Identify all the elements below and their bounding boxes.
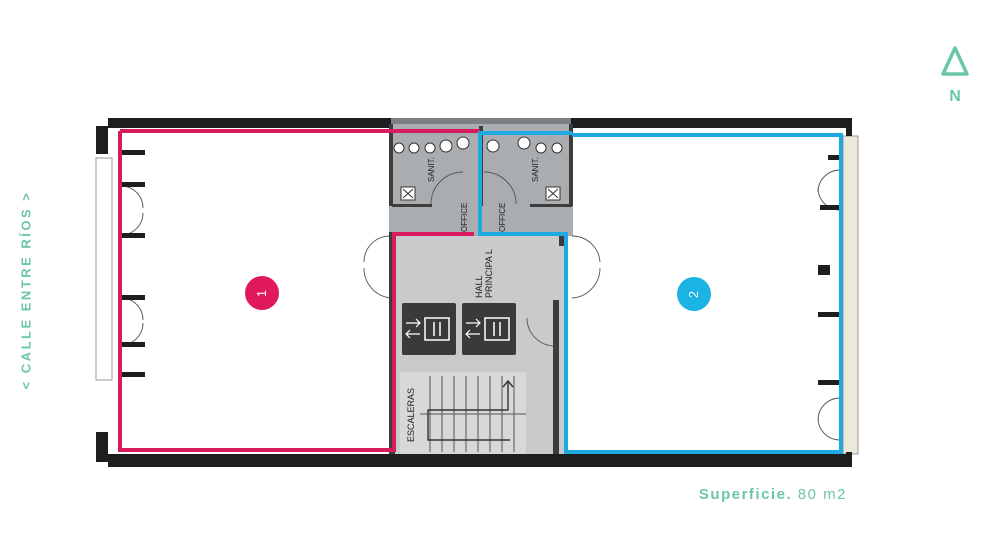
area-label: Superficie.: [698, 486, 793, 503]
exterior-walls: [96, 118, 852, 467]
unit-1-number: 1: [254, 289, 270, 297]
street-label: < CALLE ENTRE RÍOS >: [18, 190, 34, 390]
hall-label-2: PRINCIPA L: [484, 249, 494, 298]
elevator-1: [402, 303, 456, 355]
stairs-arrow-icon: [427, 382, 510, 441]
unit-2-number: 2: [686, 290, 702, 298]
office-1-label: OFFICE: [460, 202, 469, 232]
unit-1-badge[interactable]: 1: [245, 276, 279, 310]
sanit-1-label: SANIT.: [427, 157, 436, 182]
toilet-icon: [393, 136, 563, 154]
area-summary: Superficie. 80 m2: [699, 486, 847, 503]
staircase: [400, 372, 526, 456]
stairs-label: ESCALERAS: [406, 387, 416, 442]
office-2-label: OFFICE: [498, 202, 507, 232]
north-letter: N: [949, 88, 961, 105]
door-swing-icon: [120, 169, 841, 441]
hall-label: HALL: [474, 275, 484, 298]
unit-1-outline: [118, 129, 480, 452]
elevator-2: [462, 303, 516, 355]
rear-facade-strip: [842, 135, 859, 455]
north-arrow-icon: [941, 46, 969, 76]
sanit-2-label: SANIT.: [531, 157, 540, 182]
unit-2-outline: [478, 131, 843, 454]
unit-2-badge[interactable]: 2: [677, 277, 711, 311]
shower-icon: [400, 186, 561, 201]
area-value: 80 m2: [797, 486, 847, 503]
street-facade-window: [95, 157, 113, 381]
window-mullions: [121, 150, 843, 385]
